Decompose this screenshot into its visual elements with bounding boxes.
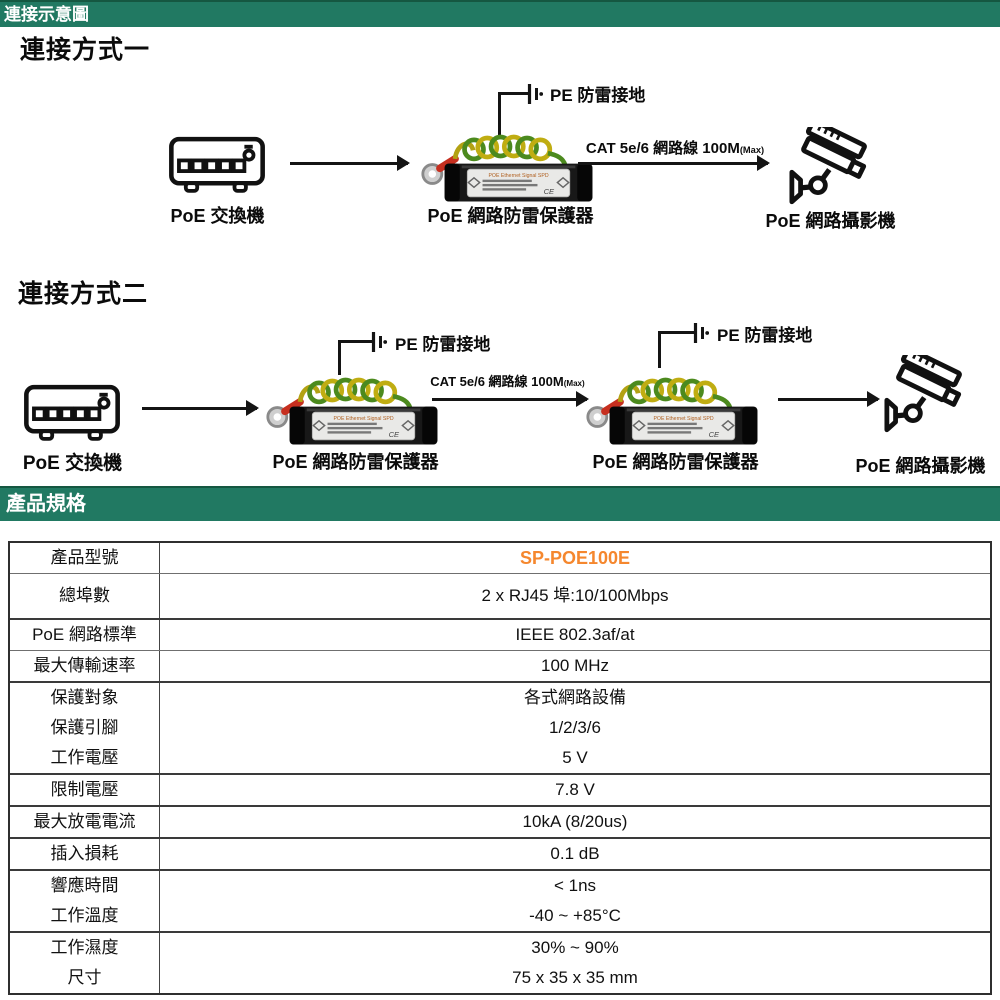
flow-arrow [778, 391, 880, 407]
spec-group: 最大傳輸速率 100 MHz [10, 651, 990, 683]
spec-label: 限制電壓 [50, 780, 119, 799]
spec-label: 產品型號 [50, 548, 119, 567]
spec-value-column: 各式網路設備 1/2/3/6 5 V [160, 683, 990, 773]
spec-value: 7.8 V [555, 780, 595, 799]
spec-label-column: 最大傳輸速率 [10, 651, 160, 681]
cable-spec-text: CAT 5e/6 網路線 100M [585, 140, 740, 157]
spec-label: 插入損耗 [50, 844, 119, 863]
spec-label-column: 工作濕度尺寸 [10, 933, 160, 993]
flow-arrow [578, 155, 770, 171]
spec-label: 尺寸 [67, 968, 102, 987]
ground-connector-line [498, 92, 531, 139]
section-header-connection-diagram: 連接示意圖 [0, 0, 1000, 27]
spec-value: 5 V [562, 748, 588, 767]
spec-label-column: 響應時間工作溫度 [10, 871, 160, 931]
spec-label: 最大傳輸速率 [33, 656, 136, 675]
spec-value: SP-POE100E [519, 548, 631, 568]
spec-value-column: IEEE 802.3af/at [160, 620, 990, 650]
spec-value: -40 ~ +85°C [529, 906, 621, 925]
poe-switch-label: PoE 交換機 [22, 453, 123, 474]
spec-value-column: 100 MHz [160, 651, 990, 681]
spec-group: 插入損耗 0.1 dB [10, 839, 990, 871]
poe-switch-label: PoE 交換機 [170, 206, 265, 226]
poe-switch-icon [166, 130, 268, 200]
spec-value: 各式網路設備 [524, 688, 626, 707]
flow-arrow [432, 391, 589, 407]
poe-switch-icon [18, 378, 126, 448]
spec-label: PoE 網路標準 [32, 625, 137, 644]
pe-ground-label: PE 防雷接地 [717, 326, 813, 345]
surge-protector-image [265, 363, 445, 453]
surge-protector-label: PoE 網路防雷保護器 [592, 452, 759, 472]
spec-value: 100 MHz [540, 656, 610, 675]
spec-group: 產品型號 SP-POE100E [10, 543, 990, 574]
spec-label: 保護引腳 [50, 718, 119, 737]
spec-label: 最大放電電流 [33, 812, 136, 831]
spec-value: 2 x RJ45 埠:10/100Mbps [481, 586, 669, 605]
poe-camera-label: PoE 網路攝影機 [855, 456, 986, 476]
spec-value: IEEE 802.3af/at [515, 625, 635, 644]
surge-protector-image [585, 363, 765, 453]
spec-label-column: 保護對象保護引腳工作電壓 [10, 683, 160, 773]
spec-value-column: 10kA (8/20us) [160, 807, 990, 837]
spec-label-column: 總埠數 [10, 574, 160, 618]
spec-label-column: 限制電壓 [10, 775, 160, 805]
spec-label-column: 插入損耗 [10, 839, 160, 869]
spec-value: < 1ns [553, 876, 597, 895]
spec-value-column: 0.1 dB [160, 839, 990, 869]
cable-spec-label: CAT 5e/6 網路線 100M(Max) [575, 137, 775, 158]
spec-label: 總埠數 [59, 586, 110, 605]
cable-spec-suffix: (Max) [739, 145, 765, 155]
section-header-product-spec: 產品規格 [0, 486, 1000, 521]
spec-label-column: 最大放電電流 [10, 807, 160, 837]
earth-ground-icon [527, 83, 543, 105]
method2-title: 連接方式二 [18, 280, 149, 308]
spec-group: 工作濕度尺寸 30% ~ 90% 75 x 35 x 35 mm [10, 933, 990, 993]
spec-value: 30% ~ 90% [531, 938, 619, 957]
spec-group: PoE 網路標準 IEEE 802.3af/at [10, 620, 990, 651]
cable-spec-text: CAT 5e/6 網路線 100M [430, 374, 564, 389]
spec-value: 0.1 dB [550, 844, 600, 863]
spec-value-column: < 1ns -40 ~ +85°C [160, 871, 990, 931]
method1-title: 連接方式一 [20, 36, 151, 64]
spec-value-column: 7.8 V [160, 775, 990, 805]
pe-ground-label: PE 防雷接地 [395, 335, 491, 354]
poe-camera-icon [785, 127, 877, 207]
spec-group: 響應時間工作溫度 < 1ns -40 ~ +85°C [10, 871, 990, 933]
spec-group: 保護對象保護引腳工作電壓 各式網路設備 1/2/3/6 5 V [10, 683, 990, 775]
surge-protector-label: PoE 網路防雷保護器 [272, 452, 439, 472]
spec-value: 10kA (8/20us) [522, 812, 628, 831]
flow-arrow [290, 155, 410, 171]
spec-value: 1/2/3/6 [549, 718, 601, 737]
spec-label: 工作電壓 [50, 748, 119, 767]
spec-label: 保護對象 [50, 688, 119, 707]
spec-group: 限制電壓 7.8 V [10, 775, 990, 807]
poe-camera-label: PoE 網路攝影機 [765, 211, 896, 231]
spec-label: 工作溫度 [50, 906, 119, 925]
spec-group: 最大放電電流 10kA (8/20us) [10, 807, 990, 839]
cable-spec-suffix: (Max) [563, 379, 585, 388]
earth-ground-icon [693, 322, 709, 344]
surge-protector-image [420, 120, 600, 210]
spec-value-column: 2 x RJ45 埠:10/100Mbps [160, 574, 990, 618]
spec-value-column: 30% ~ 90% 75 x 35 x 35 mm [160, 933, 990, 993]
surge-protector-label: PoE 網路防雷保護器 [427, 206, 594, 226]
spec-value-column: SP-POE100E [160, 543, 990, 573]
spec-value: 75 x 35 x 35 mm [512, 968, 638, 987]
flow-arrow [142, 400, 259, 416]
spec-label: 響應時間 [50, 876, 119, 895]
ground-connector-line [338, 340, 373, 375]
pe-ground-label: PE 防雷接地 [550, 86, 646, 105]
spec-group: 總埠數 2 x RJ45 埠:10/100Mbps [10, 574, 990, 620]
cable-spec-label: CAT 5e/6 網路線 100M(Max) [425, 371, 590, 390]
earth-ground-icon [371, 331, 387, 353]
spec-label-column: 產品型號 [10, 543, 160, 573]
ground-connector-line [658, 331, 695, 368]
poe-camera-icon [880, 355, 972, 435]
spec-label: 工作濕度 [50, 938, 119, 957]
spec-label-column: PoE 網路標準 [10, 620, 160, 650]
